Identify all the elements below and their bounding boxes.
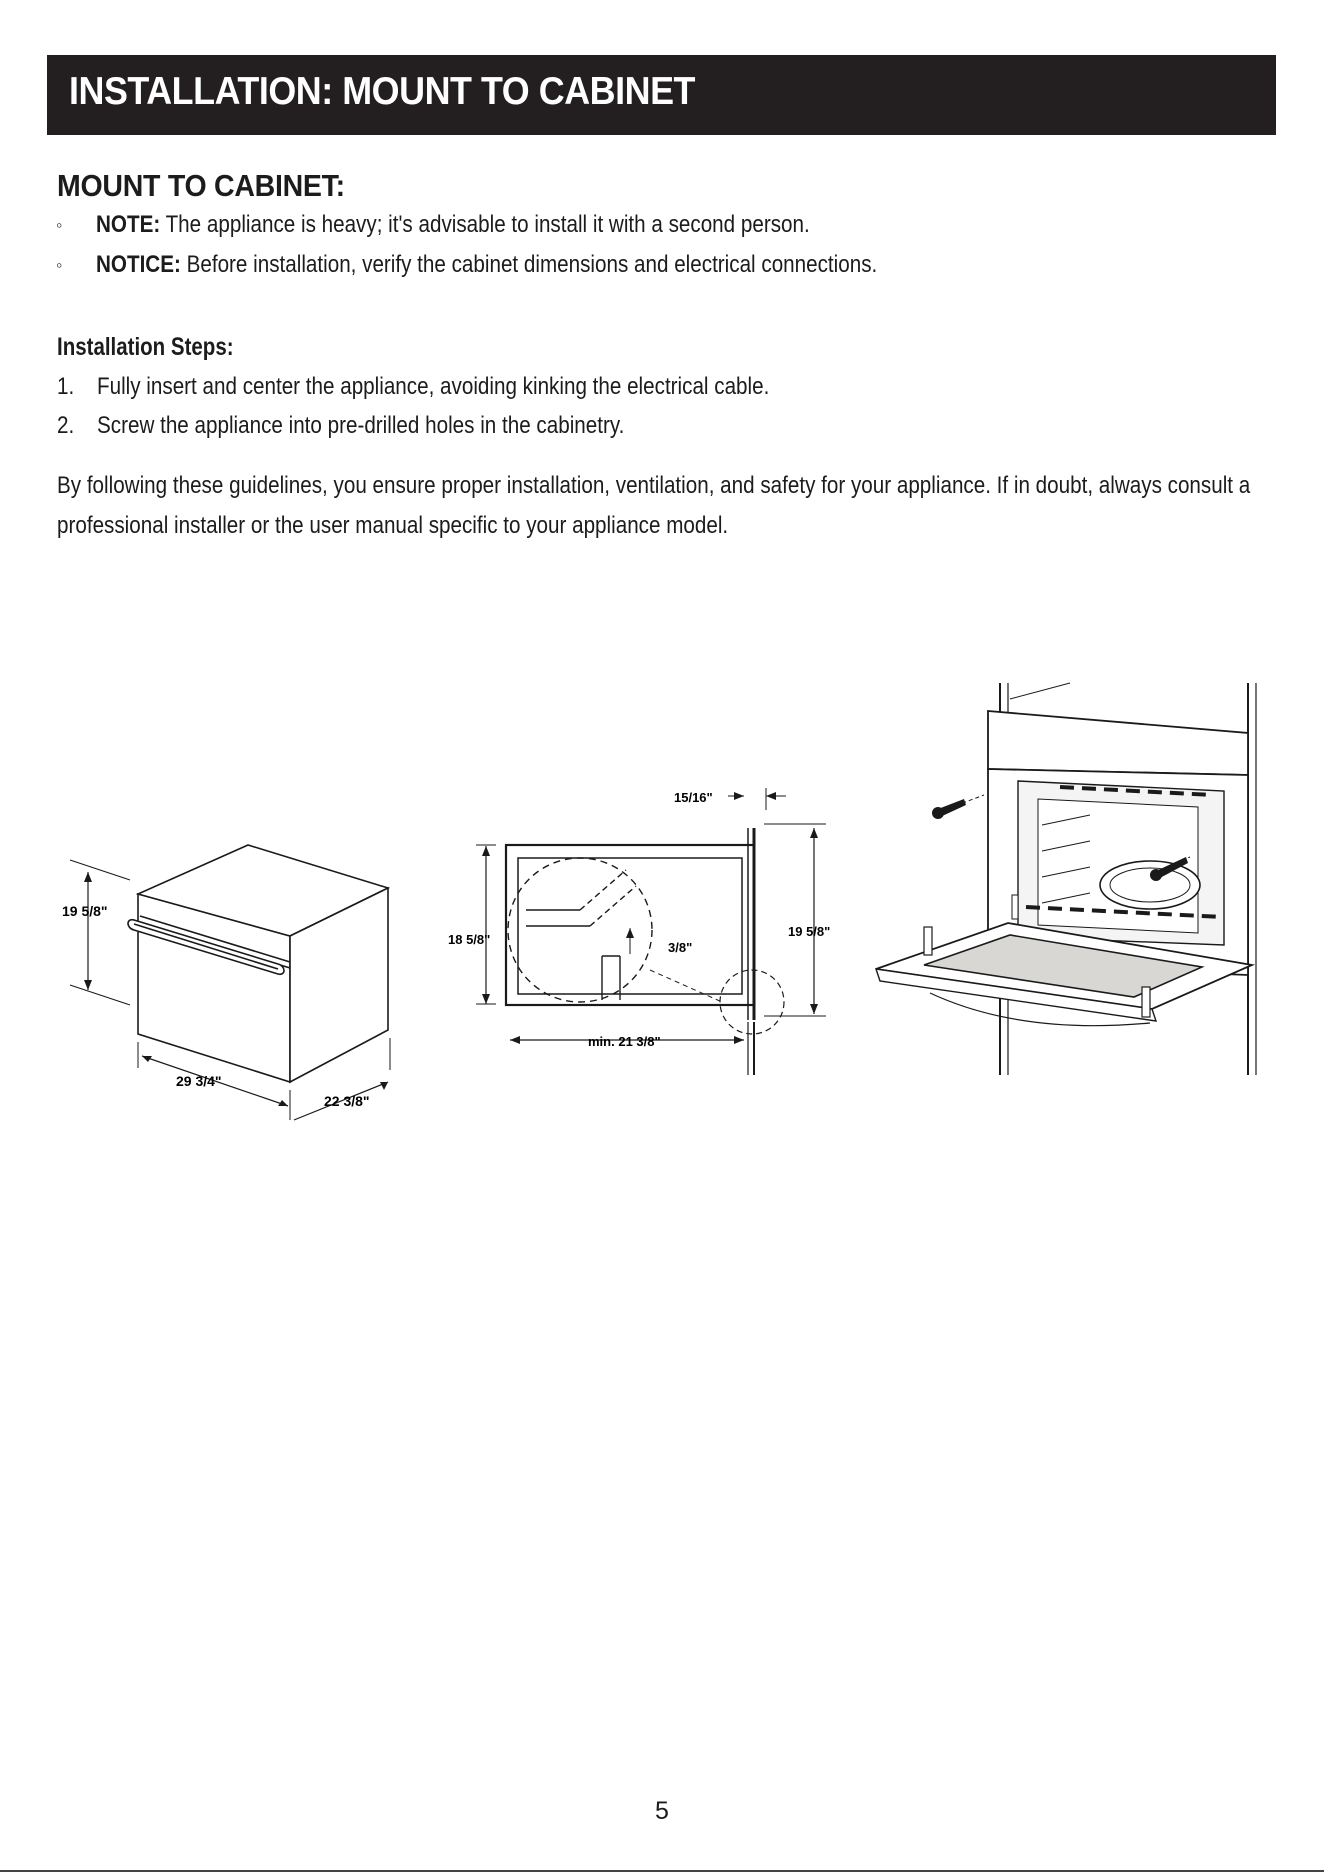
installed-appliance-figure [874,682,1257,1075]
step-number: 1. [57,373,75,400]
appliance-depth-label: 22 3/8" [324,1093,370,1109]
step-text: Screw the appliance into pre-drilled hol… [97,412,625,439]
cabinet-cutout-figure: 15/16" 18 5/8" 19 5/8" 3/8" min. 21 3/8" [448,788,830,1075]
section-title: MOUNT TO CABINET: [57,168,345,203]
notice-item: NOTICE: Before installation, verify the … [96,251,877,280]
step-text: Fully insert and center the appliance, a… [97,373,770,400]
gap-label: 15/16" [674,790,713,805]
page-number: 5 [655,1797,669,1825]
inner-height-label: 18 5/8" [448,932,490,947]
outer-height-label: 19 5/8" [788,924,830,939]
notice-text: Before installation, verify the cabinet … [186,251,878,278]
bullet-marker: ◦ [56,255,63,275]
bottom-rule [0,1870,1324,1872]
note-text: The appliance is heavy; it's advisable t… [165,211,810,238]
steps-title: Installation Steps: [57,333,234,361]
appliance-dimensions-figure: 19 5/8" 29 3/4" 22 3/8" [62,844,391,1121]
note-item: NOTE: The appliance is heavy; it's advis… [96,211,810,240]
note-label: NOTE: [96,211,161,238]
min-width-label: min. 21 3/8" [588,1034,661,1049]
appliance-height-label: 19 5/8" [62,903,108,919]
step-number: 2. [57,412,75,439]
notice-label: NOTICE: [96,251,181,278]
bullet-marker: ◦ [56,215,63,235]
guidelines-paragraph: By following these guidelines, you ensur… [57,472,1251,539]
detail-label: 3/8" [668,940,692,955]
header-bar: INSTALLATION: MOUNT TO CABINET [47,55,1276,135]
appliance-width-label: 29 3/4" [176,1073,222,1089]
page-title: INSTALLATION: MOUNT TO CABINET [69,70,696,113]
